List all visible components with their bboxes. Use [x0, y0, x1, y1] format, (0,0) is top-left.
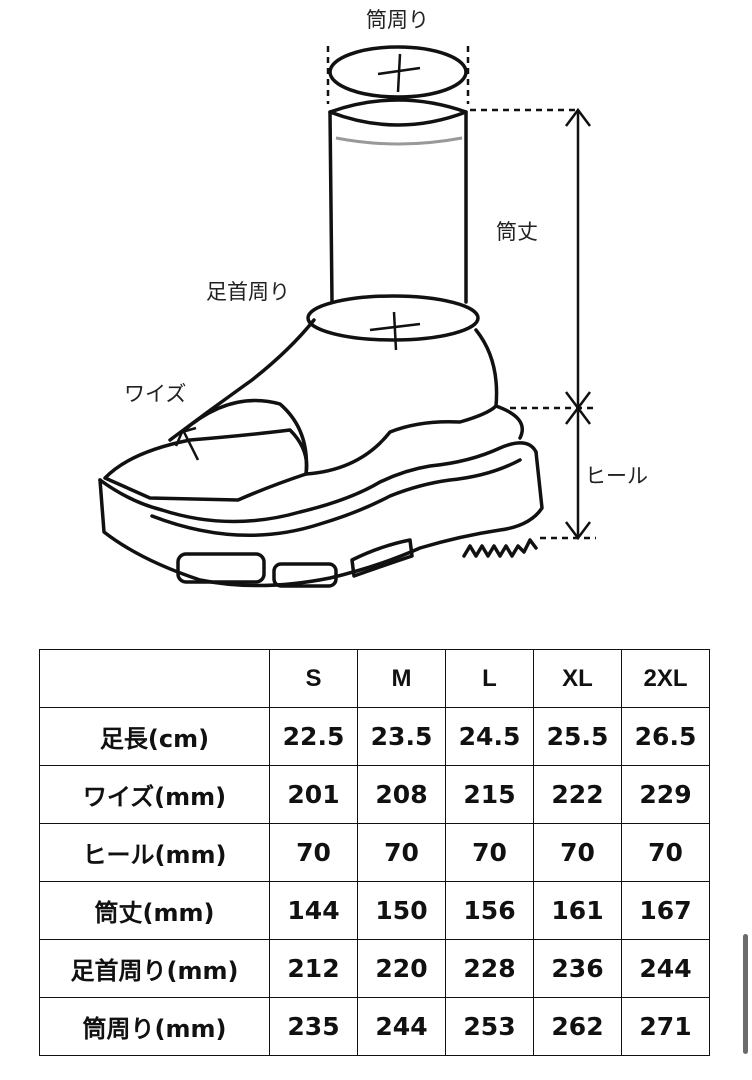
- table-cell: 222: [533, 765, 622, 824]
- midsole-top: [98, 441, 538, 524]
- row-label-ankle-circumference: 足首周り(mm): [39, 939, 270, 998]
- heel-back-curve: [474, 328, 499, 408]
- table-cell: 24.5: [445, 707, 534, 766]
- row-label-foot-length: 足長(cm): [39, 707, 270, 766]
- table-cell: 25.5: [533, 707, 622, 766]
- toe-cap: [103, 428, 309, 502]
- lug-1: [176, 552, 266, 584]
- table-cell: 253: [445, 997, 534, 1056]
- table-row: 足首周り(mm) 212 220 228 236 244: [39, 939, 710, 998]
- table-cell: 26.5: [621, 707, 710, 766]
- table-cell: 271: [621, 997, 710, 1056]
- shaft-rim: [328, 98, 468, 127]
- size-header-m: M: [357, 649, 446, 708]
- arrow-bottom: [565, 521, 591, 541]
- width-cross: [182, 431, 200, 461]
- row-label-tube-circumference: 筒周り(mm): [39, 997, 270, 1056]
- row-label-heel: ヒール(mm): [39, 823, 270, 882]
- table-cell: 70: [533, 823, 622, 882]
- table-cell: 70: [445, 823, 534, 882]
- table-cell: 208: [357, 765, 446, 824]
- table-cell: 150: [357, 881, 446, 940]
- row-label-shaft-height: 筒丈(mm): [39, 881, 270, 940]
- table-cell: 144: [269, 881, 358, 940]
- size-header-xl: XL: [533, 649, 622, 708]
- corner-cell: [39, 649, 270, 708]
- scrollbar[interactable]: [743, 934, 748, 1054]
- table-row: ヒール(mm) 70 70 70 70 70: [39, 823, 710, 882]
- label-heel: ヒール: [585, 464, 648, 488]
- lug-3: [350, 538, 414, 578]
- size-chart: S M L XL 2XL 足長(cm) 22.5 23.5 24.5 25.5 …: [39, 649, 710, 1056]
- table-cell: 156: [445, 881, 534, 940]
- table-cell: 236: [533, 939, 622, 998]
- table-cell: 70: [621, 823, 710, 882]
- table-cell: 220: [357, 939, 446, 998]
- table-cell: 212: [269, 939, 358, 998]
- ankle-cross-2: [392, 311, 398, 351]
- size-header-s: S: [269, 649, 358, 708]
- ankle-ellipse: [306, 294, 480, 342]
- table-cell: 23.5: [357, 707, 446, 766]
- width-arc: [180, 398, 309, 476]
- table-cell: 229: [621, 765, 710, 824]
- size-table: S M L XL 2XL 足長(cm) 22.5 23.5 24.5 25.5 …: [39, 649, 710, 1056]
- size-header-2xl: 2XL: [621, 649, 710, 708]
- table-cell: 167: [621, 881, 710, 940]
- table-cell: 244: [621, 939, 710, 998]
- arrow-width: [174, 426, 197, 447]
- table-cell: 22.5: [269, 707, 358, 766]
- shaft-inner-line: [335, 136, 463, 146]
- table-cell: 228: [445, 939, 534, 998]
- label-shaft-height: 筒丈: [496, 220, 538, 244]
- upper-collar: [304, 404, 524, 476]
- table-row: 筒丈(mm) 144 150 156 161 167: [39, 881, 710, 940]
- table-row: ワイズ(mm) 201 208 215 222 229: [39, 765, 710, 824]
- boot-size-diagram: 筒周り 筒丈 足首周り ワイズ ヒール: [98, 8, 648, 588]
- table-row: 筒周り(mm) 235 244 253 262 271: [39, 997, 710, 1056]
- label-tube-circumference: 筒周り: [366, 8, 429, 32]
- label-ankle-circumference: 足首周り: [206, 280, 290, 304]
- heel-tread: [462, 538, 538, 558]
- boot-illustration: [98, 45, 596, 588]
- table-cell: 262: [533, 997, 622, 1056]
- table-cell: 70: [269, 823, 358, 882]
- table-header-row: S M L XL 2XL: [39, 649, 710, 708]
- label-width: ワイズ: [124, 382, 187, 406]
- table-cell: 215: [445, 765, 534, 824]
- midsole-line: [150, 458, 522, 538]
- arrow-mid-down: [565, 405, 591, 425]
- top-opening-ellipse: [328, 45, 468, 99]
- lug-2: [272, 562, 338, 588]
- table-cell: 235: [269, 997, 358, 1056]
- top-cross-2: [396, 53, 402, 93]
- table-row: 足長(cm) 22.5 23.5 24.5 25.5 26.5: [39, 707, 710, 766]
- arrow-top: [565, 107, 591, 127]
- shaft-left-edge: [328, 110, 334, 304]
- table-cell: 201: [269, 765, 358, 824]
- size-header-l: L: [445, 649, 534, 708]
- table-cell: 161: [533, 881, 622, 940]
- row-label-width: ワイズ(mm): [39, 765, 270, 824]
- table-cell: 70: [357, 823, 446, 882]
- table-cell: 244: [357, 997, 446, 1056]
